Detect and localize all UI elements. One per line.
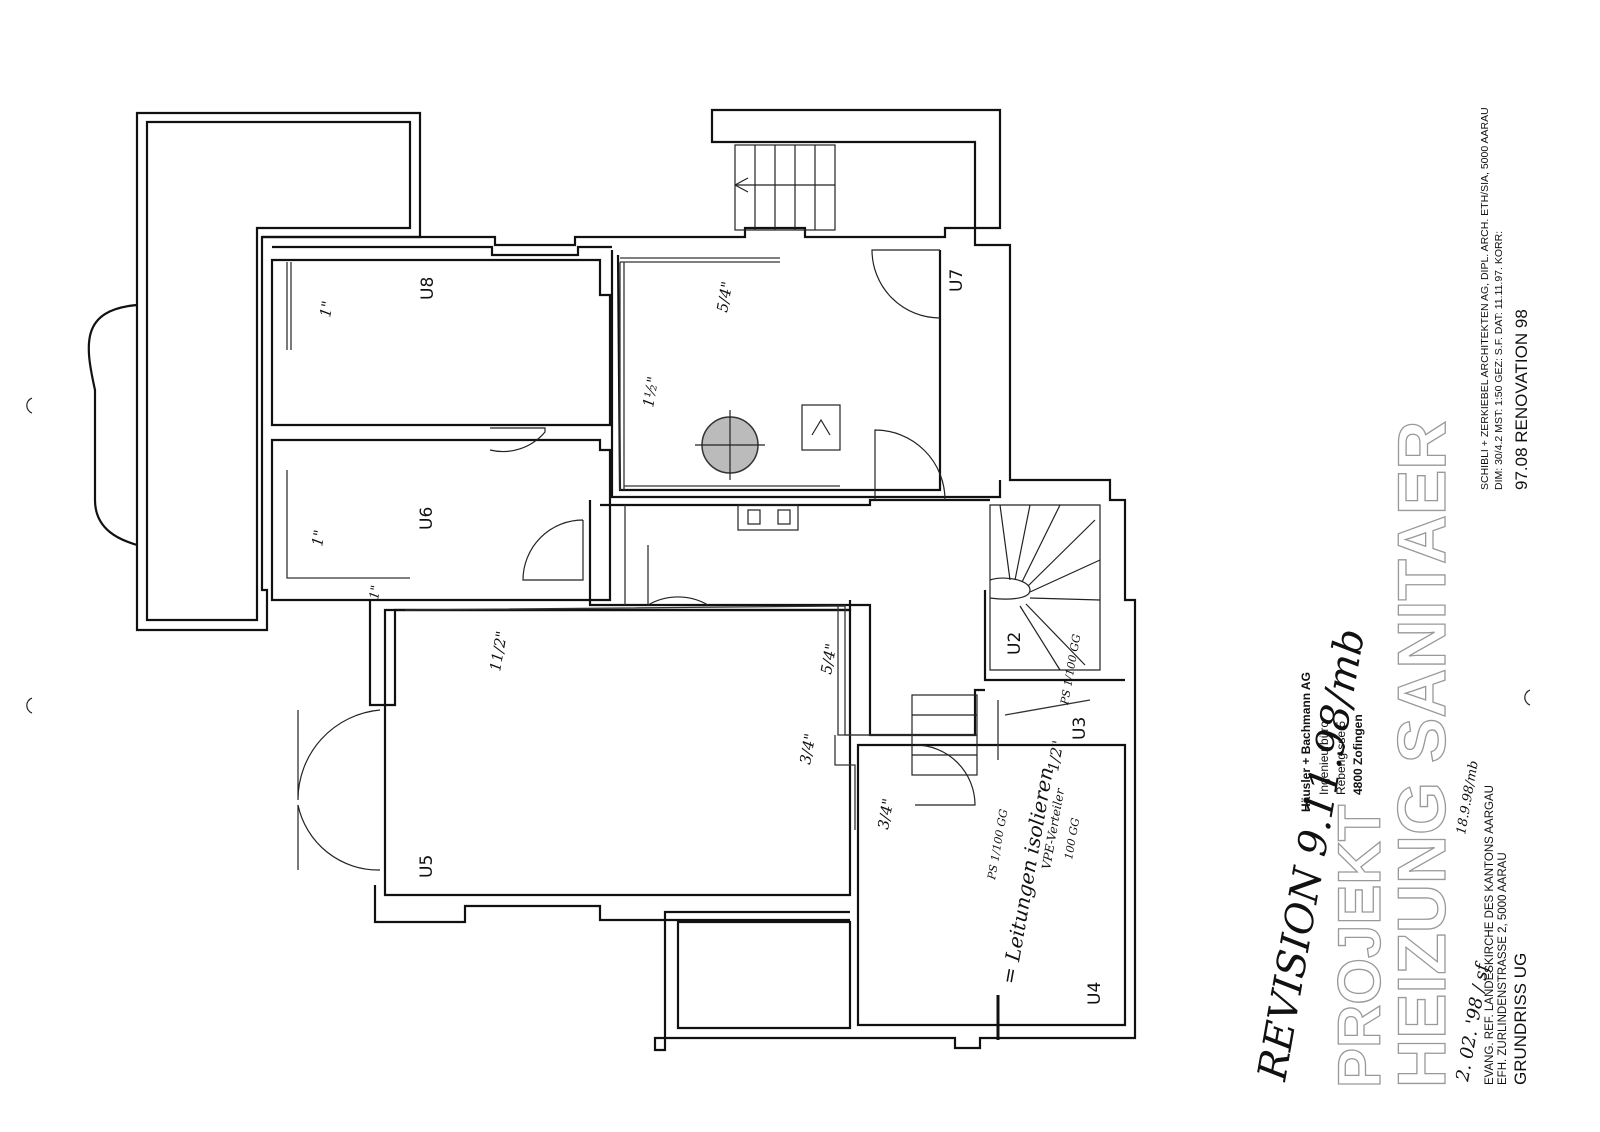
pipe-size-u8: 1"	[316, 299, 337, 318]
pipes	[286, 257, 1091, 830]
exterior-walls	[87, 108, 1137, 1052]
engineer-stamp: Häusler + Bachmann AG Ingenieurbüro Rebe…	[1299, 672, 1365, 812]
note-vpe-size: 100 GG	[1062, 817, 1082, 861]
room-u8: U8	[418, 277, 438, 300]
architect-block: SCHIBLI + ZERKIEBEL ARCHITEKTEN AG, DIPL…	[1479, 107, 1531, 490]
binder-marks	[26, 397, 1531, 714]
room-u7: U7	[947, 269, 967, 292]
engineer-company: Häusler + Bachmann AG	[1299, 672, 1313, 812]
fixtures	[695, 404, 841, 531]
pipe-size-u5-top: 11/2"	[486, 630, 511, 673]
room-u6: U6	[417, 507, 437, 530]
stairs-north	[734, 144, 836, 231]
pipe-size-u7-top: 5/4"	[713, 280, 736, 314]
stairs-spiral	[989, 504, 1101, 671]
room-u2: U2	[1005, 632, 1025, 655]
pipe-size-u5-low: 3/4"	[874, 797, 897, 831]
engineer-dept: Ingenieurbüro	[1317, 721, 1331, 795]
project-title-1: PROJEKT	[1326, 805, 1393, 1088]
pipe-size-u6-lower: 1"	[367, 584, 384, 601]
room-u3: U3	[1070, 717, 1090, 740]
drawing-title: GRUNDRISS UG	[1511, 953, 1530, 1085]
expansion-tank	[801, 404, 841, 451]
client-line-1: EVANG. REF. LANDESKIRCHE DES KANTONS AAR…	[1484, 785, 1496, 1085]
project-title-2: HEIZUNG SANITAER	[1384, 421, 1460, 1088]
note-ps-pipe: PS 1/100 GG	[985, 808, 1010, 882]
pipe-size-u3: 1/2"	[1044, 739, 1067, 773]
engineer-street: Rebeng sse 5	[1334, 721, 1348, 795]
room-u5: U5	[417, 855, 437, 878]
architect-line-2: DIM: 30/4.2 MST: 1:50 GEZ: S.F. DAT: 11.…	[1493, 231, 1505, 490]
doors	[297, 249, 976, 871]
pipe-size-u5-right: 5/4"	[817, 642, 840, 676]
engineer-city: 4800 Zofingen	[1351, 714, 1365, 795]
title-block: PROJEKT HEIZUNG SANITAER EVANG. REF. LAN…	[1325, 420, 1530, 1089]
pipe-size-u6: 1"	[308, 528, 329, 547]
pipe-size-u7-left: 1½"	[639, 375, 662, 409]
architect-line-3: 97.08 RENOVATION 98	[1512, 309, 1531, 490]
insulation-note: = Leitungen isolieren	[996, 765, 1058, 986]
pipe-size-u5-mid: 3/4"	[796, 732, 819, 766]
room-u4: U4	[1085, 982, 1105, 1005]
architect-line-1: SCHIBLI + ZERKIEBEL ARCHITEKTEN AG, DIPL…	[1479, 107, 1491, 490]
washbasin	[737, 504, 799, 531]
client-line-2: EFH. ZURLINDENSTRASSE 2, 5000 AARAU	[1497, 852, 1509, 1085]
